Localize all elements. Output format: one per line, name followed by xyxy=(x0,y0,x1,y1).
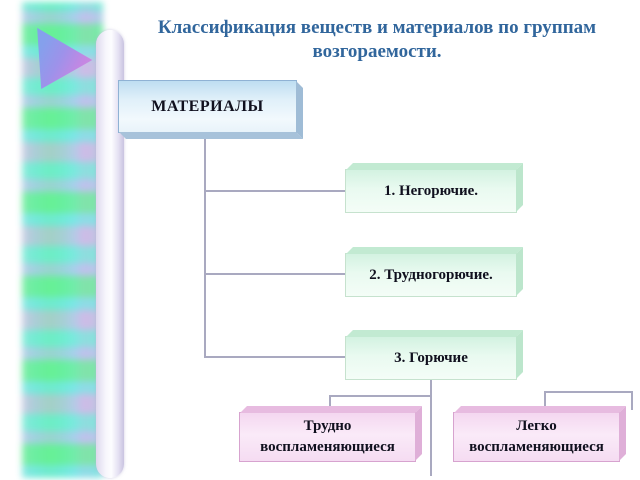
node-materials: МАТЕРИАЛЫ xyxy=(118,80,297,133)
connector-right-elbow-vertical-inner xyxy=(544,391,546,413)
connector-combustible-trunk xyxy=(430,380,432,476)
node-easy-to-ignite-line2: воспламеняющиеся xyxy=(469,439,604,455)
slide-title: Классификация веществ и материалов по гр… xyxy=(128,16,626,64)
decorative-plaid-strip xyxy=(22,2,103,478)
node-combustible-label: 3. Горючие xyxy=(394,349,468,366)
node-materials-label: МАТЕРИАЛЫ xyxy=(151,97,264,115)
node-hard-to-ignite-line1: Трудно xyxy=(303,418,352,434)
connector-left-elbow-vertical xyxy=(329,395,331,413)
connector-branch-nonflammable xyxy=(204,190,345,192)
connector-right-elbow-horizontal xyxy=(544,391,633,393)
node-nonflammable: 1. Негорючие. xyxy=(345,169,517,213)
connector-branch-hardly-combustible xyxy=(204,273,345,275)
node-easy-to-ignite-line1: Легко xyxy=(516,418,557,434)
node-hard-to-ignite-line2: воспламеняющиеся xyxy=(260,439,395,455)
node-easy-to-ignite: Легко воспламеняющиеся xyxy=(453,412,620,462)
node-hardly-combustible-label: 2. Трудногорючие. xyxy=(369,266,493,283)
connector-left-elbow-horizontal xyxy=(329,395,432,397)
node-hardly-combustible: 2. Трудногорючие. xyxy=(345,253,517,297)
slide-title-line1: Классификация веществ и материалов по гр… xyxy=(157,17,597,38)
connector-materials-trunk xyxy=(204,133,206,358)
node-combustible: 3. Горючие xyxy=(345,336,517,380)
node-nonflammable-label: 1. Негорючие. xyxy=(383,182,478,199)
connector-right-elbow-vertical-outer xyxy=(631,391,633,410)
slide-title-line2: возгораемости. xyxy=(312,41,442,62)
node-hard-to-ignite: Трудно воспламеняющиеся xyxy=(239,412,416,462)
connector-branch-combustible xyxy=(204,356,345,358)
